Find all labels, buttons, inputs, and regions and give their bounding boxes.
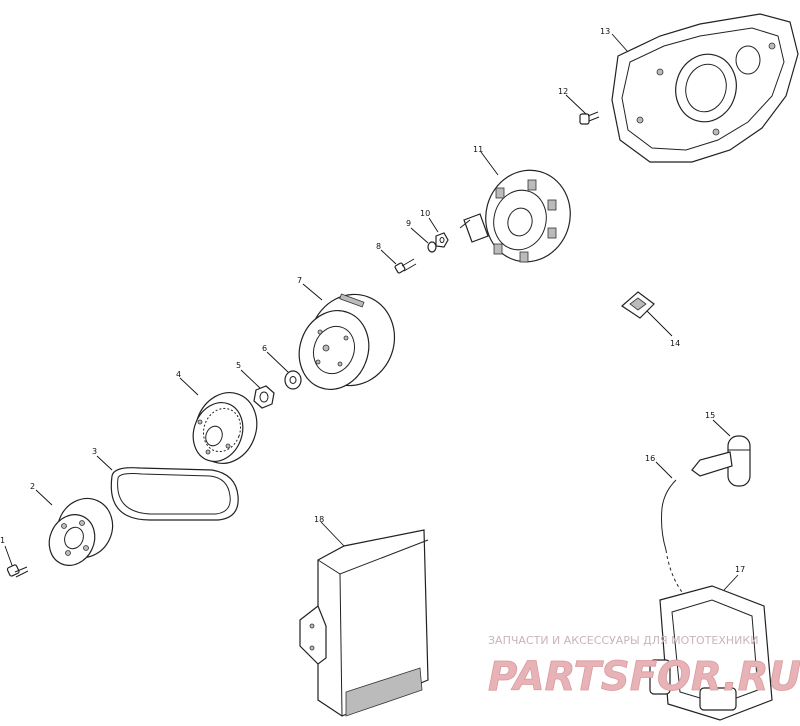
part-16-ignition-wire <box>655 461 701 611</box>
callout-1: 1 <box>0 536 5 545</box>
part-4-pulley <box>179 377 258 464</box>
part-6-washer <box>266 351 302 390</box>
callout-15: 15 <box>705 411 715 420</box>
callout-4: 4 <box>176 370 181 379</box>
part-10-washer <box>428 217 449 248</box>
part-7-flywheel <box>298 283 396 390</box>
part-14-clip <box>621 291 673 337</box>
watermark-tagline: ЗАПЧАСТИ И АКСЕССУАРЫ ДЛЯ МОТОТЕХНИКИ <box>488 634 758 647</box>
callout-2: 2 <box>30 482 35 491</box>
callout-10: 10 <box>420 209 430 218</box>
callout-13: 13 <box>600 27 610 36</box>
part-3-belt <box>96 455 239 521</box>
callout-18: 18 <box>314 515 324 524</box>
part-18-cdi-box <box>299 521 429 717</box>
callout-6: 6 <box>262 344 267 353</box>
part-2-drive-cup <box>35 489 114 566</box>
part-11-stator <box>459 151 571 263</box>
part-17-ignition-coil <box>649 574 773 721</box>
part-13-housing <box>611 13 799 163</box>
callout-12: 12 <box>558 87 568 96</box>
part-1-bolt <box>4 545 29 578</box>
part-9-lock-washer <box>410 227 437 253</box>
callout-9: 9 <box>406 219 411 228</box>
callout-11: 11 <box>473 145 483 154</box>
callout-7: 7 <box>297 276 302 285</box>
part-8-bolt <box>380 249 417 274</box>
watermark-brand-logo: PARTSFOR.RU <box>488 654 800 700</box>
callout-14: 14 <box>670 339 680 348</box>
part-15-plug-cap <box>691 419 751 487</box>
callout-17: 17 <box>735 565 745 574</box>
callout-16: 16 <box>645 454 655 463</box>
part-12-bolt <box>565 94 600 125</box>
callout-3: 3 <box>92 447 97 456</box>
callout-5: 5 <box>236 361 241 370</box>
callout-8: 8 <box>376 242 381 251</box>
part-5-nut <box>240 369 275 409</box>
